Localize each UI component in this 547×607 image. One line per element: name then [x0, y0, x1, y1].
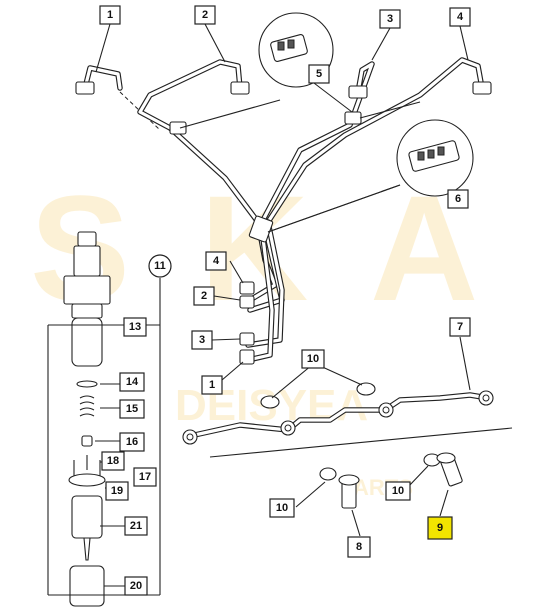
callout-17: 17 — [133, 467, 157, 487]
callout-21: 21 — [124, 516, 148, 536]
pipe-2-top — [137, 59, 261, 225]
washer-10-right — [356, 382, 376, 396]
callout-14: 14 — [119, 372, 145, 392]
svg-text:1: 1 — [209, 379, 215, 391]
callout-1-top: 1 — [99, 5, 121, 25]
plate-19 — [68, 473, 106, 487]
callout-2-top: 2 — [194, 5, 216, 25]
leak-off-pipe-7 — [182, 390, 494, 445]
svg-text:13: 13 — [129, 321, 141, 333]
washer-10-left — [260, 395, 280, 409]
banjo-bolt-8 — [338, 474, 360, 509]
spring-15 — [79, 395, 95, 417]
svg-text:7: 7 — [457, 321, 463, 333]
pipe-bundle-down — [245, 215, 285, 363]
clamp-detail-6 — [267, 119, 474, 233]
leader-4-mid — [229, 260, 244, 284]
nozzle-21 — [71, 495, 103, 539]
svg-text:2: 2 — [201, 290, 207, 302]
svg-text:19: 19 — [111, 485, 123, 497]
callout-11: 11 — [148, 254, 172, 278]
nut-20 — [69, 565, 105, 607]
svg-text:15: 15 — [126, 403, 138, 415]
pipe-4-top — [265, 57, 492, 225]
svg-text:4: 4 — [457, 11, 464, 23]
callout-13: 13 — [123, 317, 147, 337]
svg-text:9: 9 — [437, 522, 443, 534]
leader-9 — [439, 489, 449, 517]
leader-7 — [459, 336, 471, 391]
callout-15: 15 — [119, 399, 145, 419]
svg-text:3: 3 — [387, 13, 393, 25]
svg-text:14: 14 — [126, 376, 139, 388]
svg-text:8: 8 — [356, 541, 362, 553]
nut-1-mid — [239, 349, 255, 365]
clamp-detail-5 — [258, 12, 353, 113]
svg-text:16: 16 — [126, 436, 138, 448]
svg-text:5: 5 — [316, 68, 322, 80]
svg-text:10: 10 — [392, 485, 404, 497]
spacer-16 — [81, 435, 93, 447]
leader-2-top — [204, 23, 226, 63]
svg-text:6: 6 — [455, 193, 461, 205]
pipe-1-top — [75, 65, 123, 95]
callout-18: 18 — [101, 451, 125, 471]
leader-2-mid — [213, 295, 241, 301]
leader-1-mid — [221, 361, 244, 381]
callout-4-top: 4 — [449, 7, 471, 27]
callout-8: 8 — [347, 536, 371, 558]
callout-3-top: 3 — [379, 9, 401, 29]
washer-14 — [76, 380, 98, 388]
leader-3-mid — [211, 338, 241, 341]
leader-10-a — [271, 364, 313, 399]
callout-5: 5 — [308, 64, 330, 84]
leader-4-top — [459, 25, 469, 61]
leader-8 — [351, 509, 361, 537]
clamp-bar-right — [359, 101, 421, 119]
nut-4-mid — [239, 281, 255, 295]
callout-19: 19 — [105, 481, 129, 501]
nut-2-mid — [239, 295, 255, 309]
svg-text:18: 18 — [107, 455, 119, 467]
svg-text:11: 11 — [154, 260, 166, 272]
svg-text:20: 20 — [130, 580, 142, 592]
callout-20: 20 — [124, 576, 148, 596]
callout-6: 6 — [447, 189, 469, 209]
callout-10-c: 10 — [385, 481, 411, 501]
leader-3-top — [371, 27, 391, 61]
callout-7: 7 — [449, 317, 471, 337]
pipe-clamp-right — [344, 111, 362, 125]
leak-off-baseline — [209, 427, 513, 458]
injector-assembly — [63, 231, 111, 607]
svg-text:10: 10 — [307, 353, 319, 365]
svg-text:17: 17 — [139, 471, 151, 483]
nut-3-mid — [239, 332, 255, 346]
leader-1-top — [95, 23, 111, 73]
callout-10-b: 10 — [269, 498, 295, 518]
leader-10-b — [317, 364, 363, 386]
callout-10-a: 10 — [301, 349, 325, 369]
svg-text:1: 1 — [107, 9, 113, 21]
svg-text:2: 2 — [202, 9, 208, 21]
svg-text:21: 21 — [130, 520, 142, 532]
callout-1-mid: 1 — [201, 375, 223, 395]
dash-line-1 — [119, 91, 161, 131]
callout-4-mid: 4 — [205, 251, 227, 271]
washer-10-bottom — [319, 467, 337, 481]
banjo-bolt-9 — [436, 452, 463, 487]
leader-10-c — [295, 481, 326, 508]
clamp-bar-left — [179, 99, 281, 129]
callout-3-mid: 3 — [191, 330, 213, 350]
pipe-clamp-left — [169, 121, 187, 135]
callout-16: 16 — [119, 432, 145, 452]
svg-text:10: 10 — [276, 502, 288, 514]
leader-10-d — [407, 465, 429, 488]
svg-text:4: 4 — [213, 255, 220, 267]
callout-9-highlighted: 9 — [427, 516, 453, 540]
callout-2-mid: 2 — [193, 286, 215, 306]
svg-text:3: 3 — [199, 334, 205, 346]
pipe-3-top — [259, 61, 375, 225]
